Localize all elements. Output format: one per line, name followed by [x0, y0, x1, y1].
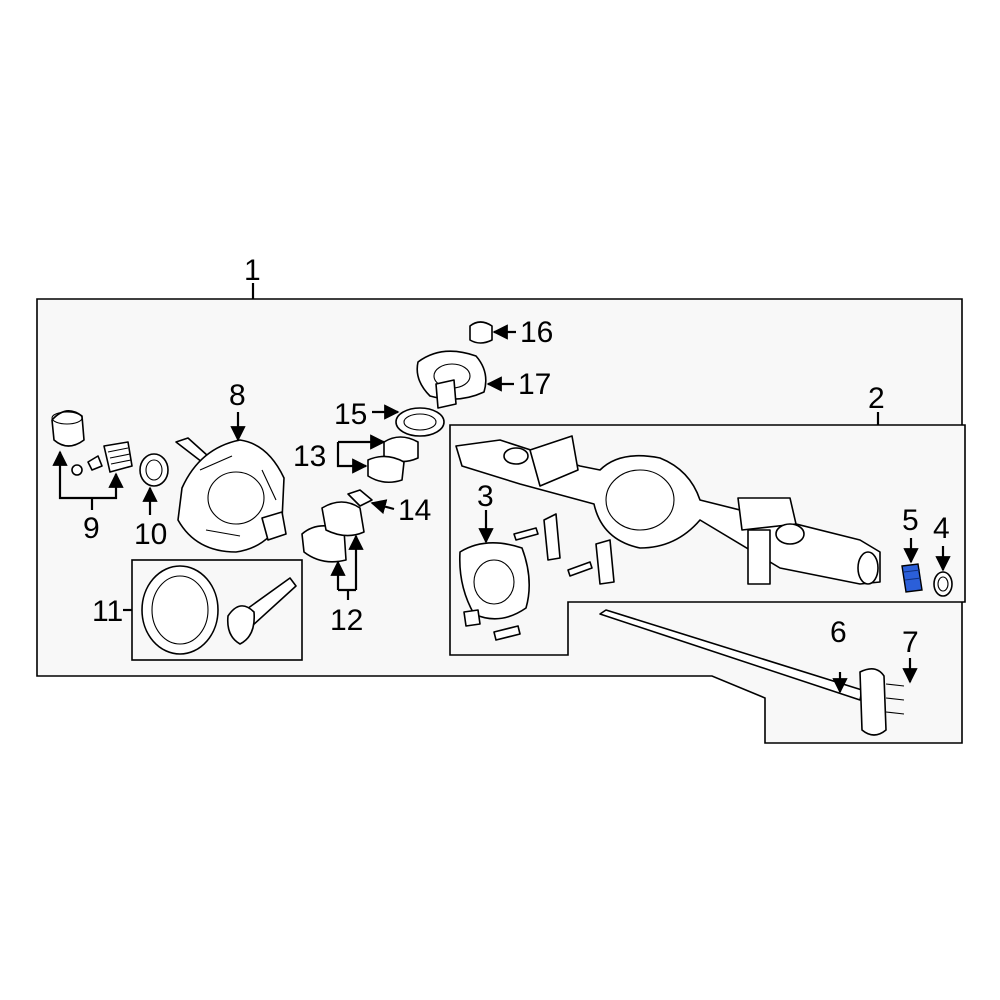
callout-1[interactable]: 1	[244, 254, 261, 287]
callout-10[interactable]: 10	[134, 518, 167, 551]
axle-bearing-part[interactable]	[901, 563, 923, 593]
differential-cover-part[interactable]	[458, 513, 615, 641]
carrier-bearing-part[interactable]	[301, 501, 365, 563]
callout-15[interactable]: 15	[334, 398, 367, 431]
callout-7[interactable]: 7	[902, 626, 919, 659]
callout-17[interactable]: 17	[518, 368, 551, 401]
side-bearing-part[interactable]	[367, 436, 419, 484]
callout-5[interactable]: 5	[902, 504, 919, 537]
ring-and-pinion-part[interactable]	[141, 565, 297, 655]
callout-9[interactable]: 9	[83, 512, 100, 545]
differential-case-part[interactable]	[177, 439, 287, 553]
callout-8[interactable]: 8	[229, 379, 246, 412]
axle-shaft-part[interactable]	[599, 609, 887, 736]
callout-6[interactable]: 6	[830, 616, 847, 649]
callout-13[interactable]: 13	[293, 440, 326, 473]
companion-flange-part[interactable]	[416, 350, 487, 409]
callout-11[interactable]: 11	[92, 595, 123, 628]
axle-housing-part[interactable]	[455, 435, 881, 585]
callout-12[interactable]: 12	[330, 604, 363, 637]
pinion-nut-part[interactable]	[469, 321, 493, 344]
callout-16[interactable]: 16	[520, 316, 553, 349]
callout-2[interactable]: 2	[868, 382, 885, 415]
callout-4[interactable]: 4	[933, 512, 950, 545]
wheel-stud-part[interactable]	[885, 683, 905, 715]
inner-seal-part[interactable]	[395, 407, 445, 437]
callout-14[interactable]: 14	[398, 494, 431, 527]
pinion-seal-part[interactable]	[139, 453, 169, 487]
axle-seal-part[interactable]	[933, 571, 953, 597]
callout-3[interactable]: 3	[477, 480, 494, 513]
